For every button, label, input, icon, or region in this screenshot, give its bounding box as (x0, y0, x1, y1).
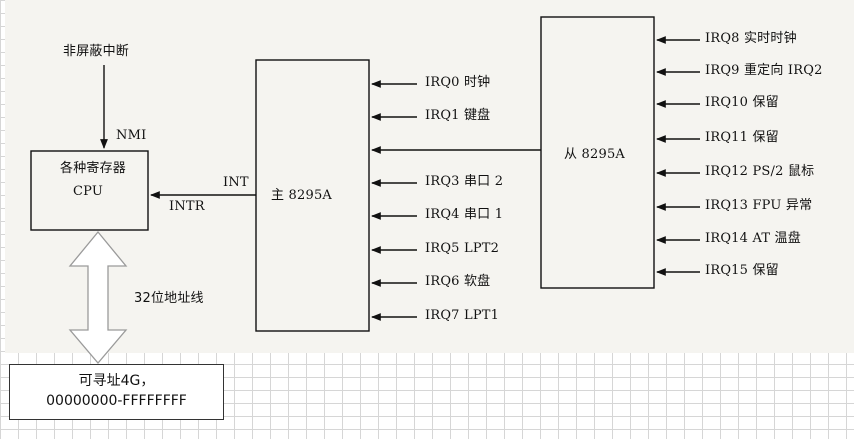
irq-label: IRQ11 保留 (705, 130, 779, 145)
address-range-box: 可寻址4G， 00000000-FFFFFFFF (9, 364, 224, 420)
irq-label: IRQ15 保留 (705, 263, 779, 278)
irq-label: IRQ5 LPT2 (425, 241, 500, 256)
irq-label: IRQ9 重定向 IRQ2 (705, 63, 823, 78)
irq-label: IRQ14 AT 温盘 (705, 231, 801, 246)
address-bus-label: 32位地址线 (134, 291, 204, 306)
cpu-box (30, 150, 149, 231)
irq-label: IRQ13 FPU 异常 (705, 198, 813, 213)
intr-label: INTR (169, 199, 205, 214)
irq-label: IRQ1 键盘 (425, 108, 491, 123)
irq-label: IRQ4 串口 1 (425, 207, 504, 222)
irq-label: IRQ8 实时时钟 (705, 31, 797, 46)
address-range-line1: 可寻址4G， (78, 373, 155, 389)
int-label: INT (223, 175, 249, 190)
nmi-source-label: 非屏蔽中断 (63, 44, 130, 59)
cpu-label: CPU (73, 184, 104, 199)
irq-label: IRQ10 保留 (705, 95, 779, 110)
irq-label: IRQ7 LPT1 (425, 308, 500, 323)
address-bus-arrow (68, 230, 128, 365)
slave-pic-box (540, 16, 655, 289)
nmi-label: NMI (116, 128, 147, 143)
master-pic-label: 主 8295A (271, 188, 333, 203)
irq-label: IRQ0 时钟 (425, 75, 491, 90)
irq-label: IRQ12 PS/2 鼠标 (705, 164, 815, 179)
scanned-figure-background (5, 0, 854, 353)
cpu-registers-label: 各种寄存器 (60, 161, 127, 176)
irq-label: IRQ6 软盘 (425, 274, 491, 289)
address-range-line2: 00000000-FFFFFFFF (46, 393, 187, 409)
slave-pic-label: 从 8295A (564, 147, 626, 162)
irq-label: IRQ3 串口 2 (425, 174, 504, 189)
